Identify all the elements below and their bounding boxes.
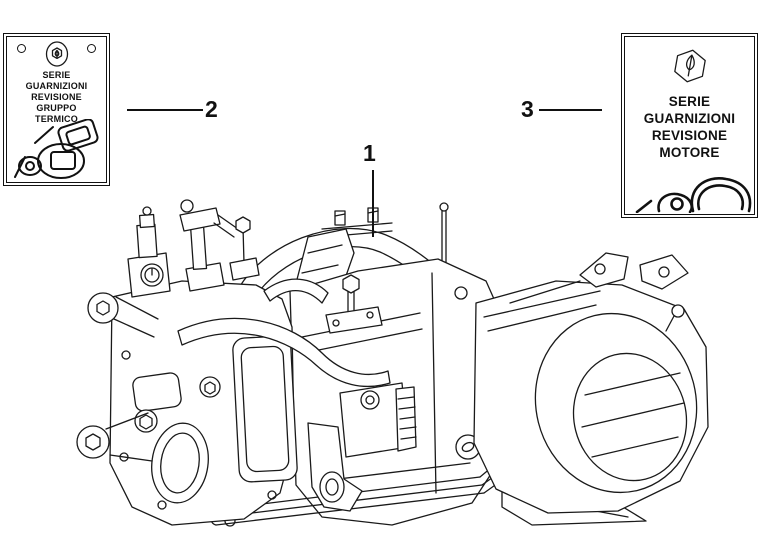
piaggio-emblem-circle-icon [45, 41, 68, 67]
kit-text-line: REVISIONE [651, 128, 728, 143]
screw-hole-icon [17, 44, 26, 53]
screw-hole-icon [87, 44, 96, 53]
label-screw-row [7, 37, 106, 67]
motor-gasket-kit-label-box: SERIE GUARNIZIONI REVISIONE MOTORE [621, 33, 758, 218]
kit-text-line: SERIE [668, 94, 711, 109]
head-gasket-sketch [14, 119, 99, 179]
kit-text-line: GUARNIZIONI [643, 111, 736, 126]
callout-number-engine[interactable]: 1 [363, 140, 376, 166]
kit-text-line: REVISIONE [31, 92, 82, 102]
callout-number-thermal-kit[interactable]: 2 [205, 96, 218, 122]
kit-text-line: SERIE [42, 70, 71, 80]
callout-2-leader-line [127, 109, 203, 111]
callout-number-motor-kit[interactable]: 3 [521, 96, 534, 122]
thermal-gasket-kit-label-box: SERIE GUARNIZIONI REVISIONE GRUPPO TERMI… [3, 33, 110, 186]
kit-text-line: MOTORE [659, 145, 720, 160]
kit-text-line: TERMICO [35, 114, 78, 124]
motor-gasket-kit-label-inner: SERIE GUARNIZIONI REVISIONE MOTORE [624, 36, 755, 215]
piaggio-emblem-hexagon-icon [673, 49, 706, 83]
kit-text-line: GUARNIZIONI [25, 81, 88, 91]
motor-kit-text: SERIE GUARNIZIONI REVISIONE MOTORE [644, 93, 735, 161]
callout-1-leader-line [372, 170, 374, 237]
callout-3-leader-line [539, 109, 602, 111]
engine-assembly-drawing [76, 199, 709, 527]
kit-text-line: GRUPPO [36, 103, 77, 113]
thermal-gasket-kit-label-inner: SERIE GUARNIZIONI REVISIONE GRUPPO TERMI… [6, 36, 107, 183]
thermal-kit-text: SERIE GUARNIZIONI REVISIONE GRUPPO TERMI… [26, 70, 88, 125]
crankcase-gasket-sketch [635, 177, 752, 213]
